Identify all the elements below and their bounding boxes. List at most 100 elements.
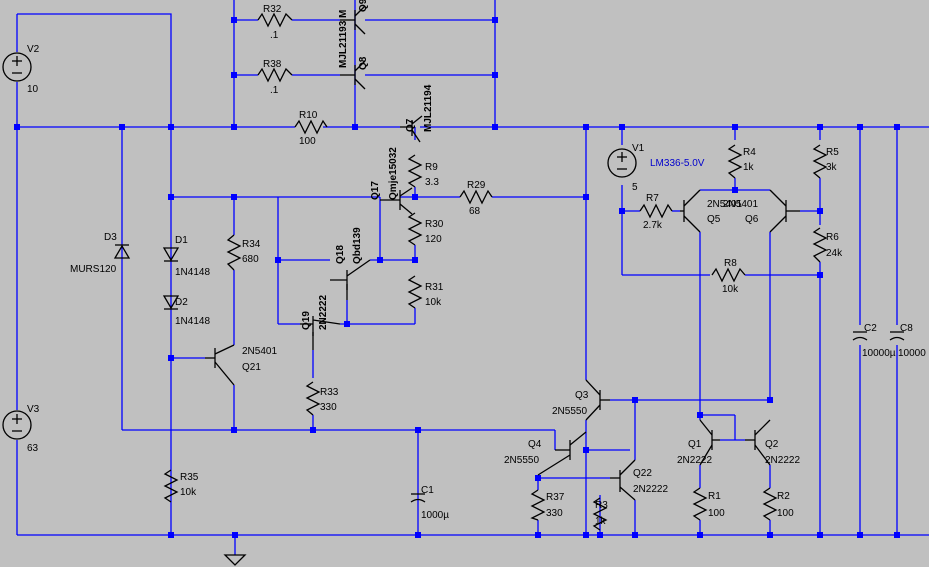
resistor-r3[interactable] <box>592 497 608 531</box>
transistor-q18[interactable] <box>330 259 371 300</box>
label-r32: R32 <box>263 4 282 15</box>
resistor-r10[interactable] <box>294 119 328 135</box>
label-r3: R3 <box>595 500 608 511</box>
label-d3: D3 <box>104 232 117 243</box>
label-r30-value: 120 <box>425 234 442 245</box>
label-v1: V1 <box>632 143 645 154</box>
source-v3[interactable] <box>2 410 32 440</box>
label-q22: Q22 <box>633 468 652 479</box>
resistor-r1[interactable] <box>692 487 708 521</box>
label-q22-value: 2N2222 <box>633 484 668 495</box>
transistor-q7[interactable] <box>400 115 423 143</box>
label-r8-value: 10k <box>722 284 739 295</box>
resistor-r34[interactable] <box>226 234 242 271</box>
label-r5-value: 3k <box>826 162 838 173</box>
wires <box>16 0 929 555</box>
label-q3-value: 2N5550 <box>552 406 587 417</box>
resistor-r8[interactable] <box>711 267 746 283</box>
label-lm336: LM336-5.0V <box>650 158 705 169</box>
source-v1[interactable] <box>607 148 637 178</box>
label-q3: Q3 <box>575 390 589 401</box>
resistor-r5[interactable] <box>812 144 828 179</box>
label-v1-value: 5 <box>632 182 638 193</box>
resistor-r32[interactable] <box>257 12 293 28</box>
transistor-q8[interactable] <box>340 60 366 90</box>
label-r2-value: 100 <box>777 508 794 519</box>
label-q6-value: 2N5401 <box>723 199 758 210</box>
transistor-q3[interactable] <box>585 379 610 421</box>
label-r35-value: 10k <box>180 487 197 498</box>
label-q4: Q4 <box>528 439 542 450</box>
label-q2-value: 2N2222 <box>765 455 800 466</box>
label-q1: Q1 <box>688 439 702 450</box>
label-v2-value: 10 <box>27 84 39 95</box>
resistor-r4[interactable] <box>727 144 743 179</box>
capacitor-c8[interactable] <box>889 331 905 341</box>
label-q1-value: 2N2222 <box>677 455 712 466</box>
transistor-q5[interactable] <box>680 189 701 233</box>
label-r38: R38 <box>263 59 282 70</box>
label-r38-value: .1 <box>270 85 279 96</box>
transistor-q6[interactable] <box>769 189 800 233</box>
resistor-r9[interactable] <box>407 154 423 188</box>
diode-d2[interactable] <box>162 295 180 310</box>
transistor-q21[interactable] <box>205 344 235 386</box>
label-r31-value: 10k <box>425 297 442 308</box>
label-q18: Q18 <box>335 245 346 264</box>
transistor-q17[interactable] <box>380 187 413 215</box>
label-q6: Q6 <box>745 214 759 225</box>
label-r35: R35 <box>180 472 199 483</box>
resistor-r30[interactable] <box>407 212 423 246</box>
label-q17: Q17 <box>370 181 381 200</box>
label-q8: Q8 <box>358 56 369 70</box>
label-r6-value: 24k <box>826 248 843 259</box>
label-d1-value: 1N4148 <box>175 267 210 278</box>
resistor-r29[interactable] <box>459 189 493 205</box>
label-r7: R7 <box>646 193 659 204</box>
label-q21-value: 2N5401 <box>242 346 277 357</box>
resistor-r37[interactable] <box>530 489 546 521</box>
junction-dots <box>14 17 900 538</box>
label-r8: R8 <box>724 258 737 269</box>
label-r37-value: 330 <box>546 508 563 519</box>
component-labels: V2 10 V3 63 V1 5 R32 .1 R38 .1 R10 100 M… <box>27 0 926 527</box>
label-r6: R6 <box>826 232 839 243</box>
label-q18-value: Qbd139 <box>352 227 363 264</box>
resistor-r35[interactable] <box>163 469 179 503</box>
label-q19-value: 2N2222 <box>318 295 329 330</box>
diode-d3[interactable] <box>113 244 131 259</box>
transistor-q9[interactable] <box>340 5 366 35</box>
resistor-r6[interactable] <box>812 227 828 263</box>
source-v2[interactable] <box>2 52 32 82</box>
label-c2: C2 <box>864 323 877 334</box>
label-q4-value: 2N5550 <box>504 455 539 466</box>
label-r29-value: 68 <box>469 206 481 217</box>
resistor-r31[interactable] <box>407 275 423 309</box>
transistor-q19[interactable] <box>300 316 341 350</box>
label-v3-value: 63 <box>27 443 39 454</box>
label-q21: Q21 <box>242 362 261 373</box>
resistor-r33[interactable] <box>305 381 321 416</box>
label-r7-value: 2.7k <box>643 220 663 231</box>
transistor-q2[interactable] <box>745 419 771 466</box>
resistor-r7[interactable] <box>639 203 673 219</box>
resistor-r38[interactable] <box>257 67 293 83</box>
label-d2-value: 1N4148 <box>175 316 210 327</box>
label-d1: D1 <box>175 235 188 246</box>
label-v3: V3 <box>27 404 40 415</box>
label-r9: R9 <box>425 162 438 173</box>
label-r30: R30 <box>425 219 444 230</box>
transistor-q1[interactable] <box>699 419 720 466</box>
label-q7: Q7 <box>405 118 416 132</box>
capacitor-c2[interactable] <box>852 331 868 341</box>
label-r34: R34 <box>242 239 261 250</box>
label-r4-value: 1k <box>743 162 755 173</box>
resistor-r2[interactable] <box>762 487 778 521</box>
diode-d1[interactable] <box>162 247 180 262</box>
transistor-q22[interactable] <box>610 459 636 501</box>
label-c8-value: 10000 <box>898 348 926 359</box>
label-q9-value: MJL21193 M <box>338 10 349 68</box>
transistor-q4[interactable] <box>537 431 587 476</box>
capacitor-c1[interactable] <box>410 493 426 503</box>
